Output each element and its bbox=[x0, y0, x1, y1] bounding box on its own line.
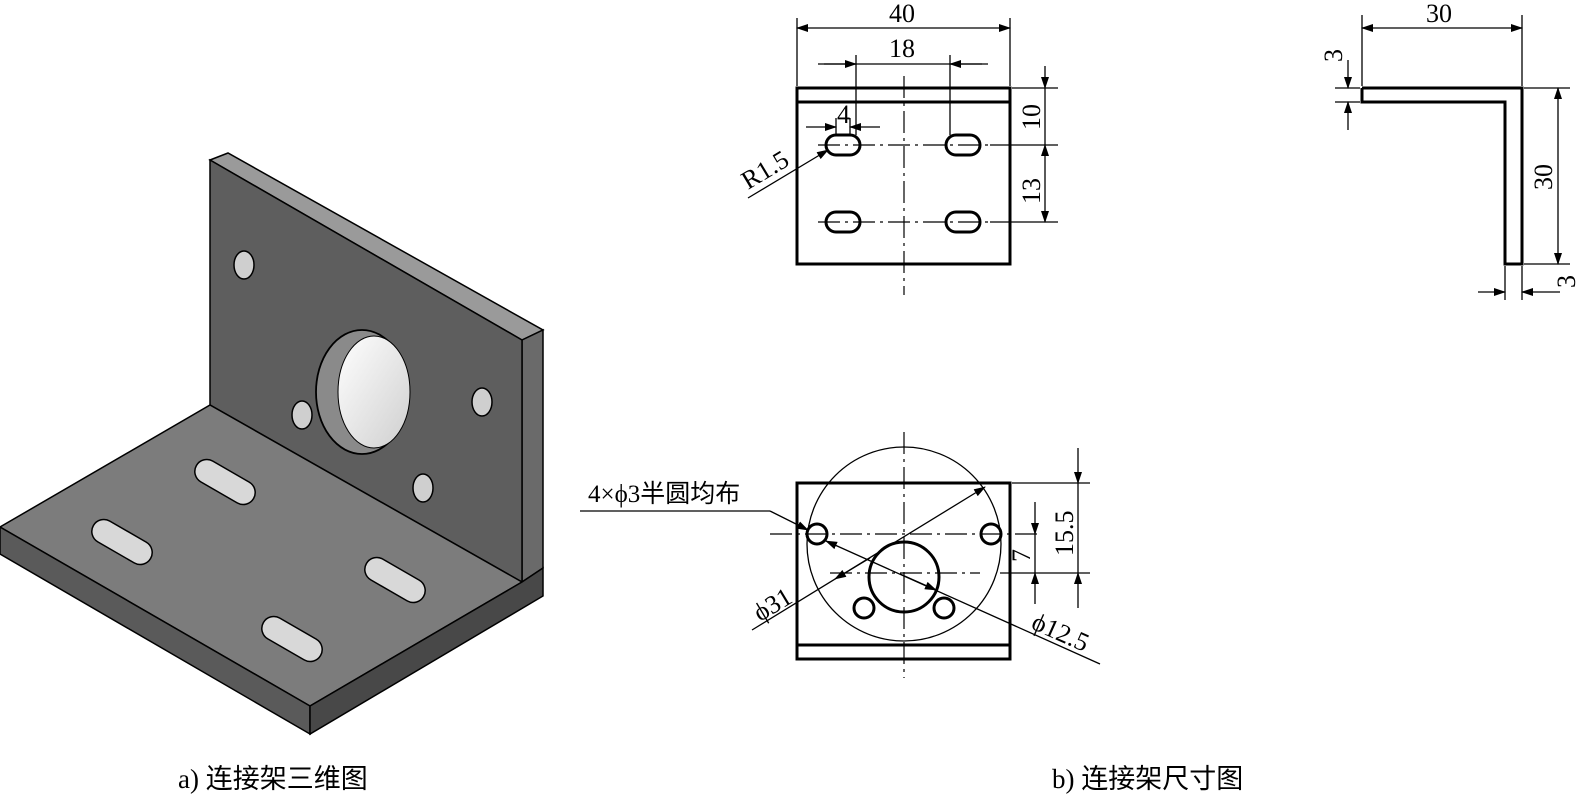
slot-icon bbox=[944, 210, 982, 234]
mounting-hole-icon bbox=[932, 596, 956, 620]
dim-edge-offset: 10 bbox=[1017, 104, 1046, 130]
slot-icon bbox=[944, 133, 982, 157]
dim-slot-length: 4 bbox=[837, 100, 850, 129]
front-view: 4×ϕ3半圆均布 ϕ31 ϕ12.5 15.5 7 bbox=[580, 432, 1101, 678]
plate-hole-icon bbox=[471, 387, 493, 417]
dim-hole-offset: 7 bbox=[1007, 549, 1036, 562]
dim-row-spacing: 13 bbox=[1017, 178, 1046, 204]
base-slots bbox=[91, 458, 426, 663]
mounting-hole-icon bbox=[805, 522, 829, 546]
plate-right-edge bbox=[521, 328, 544, 584]
dim-top-width: 40 bbox=[889, 0, 915, 28]
slot-icon bbox=[824, 133, 862, 157]
isometric-view bbox=[0, 152, 545, 736]
plate-hole-icon bbox=[233, 250, 255, 280]
l-profile-outline bbox=[1360, 86, 1524, 266]
dim-slot-spacing: 18 bbox=[889, 34, 915, 63]
mounting-hole-icon bbox=[852, 596, 876, 620]
top-view: 40 18 4 R1.5 10 13 bbox=[736, 0, 1058, 295]
side-view: 30 3 30 3 bbox=[1319, 0, 1581, 300]
plate-hole-icon bbox=[291, 400, 313, 430]
hole-note: 4×ϕ3半圆均布 bbox=[588, 480, 740, 508]
dim-side-length: 30 bbox=[1426, 0, 1452, 28]
dim-top-thickness: 3 bbox=[1319, 49, 1348, 62]
bore-through-icon bbox=[337, 335, 411, 449]
dim-center-height: 15.5 bbox=[1050, 511, 1079, 557]
dim-bore-diameter: ϕ12.5 bbox=[1028, 607, 1094, 658]
dim-pitch-diameter: ϕ31 bbox=[748, 582, 797, 627]
slot-icon bbox=[824, 210, 862, 234]
dim-side-height: 30 bbox=[1529, 164, 1558, 190]
mounting-hole-icon bbox=[979, 522, 1003, 546]
bore-circle bbox=[867, 540, 941, 614]
caption-b: b) 连接架尺寸图 bbox=[1052, 764, 1243, 794]
dim-side-thickness: 3 bbox=[1552, 275, 1581, 288]
caption-a: a) 连接架三维图 bbox=[178, 764, 368, 794]
base-right-edge bbox=[309, 566, 544, 736]
plate-hole-icon bbox=[412, 473, 434, 503]
